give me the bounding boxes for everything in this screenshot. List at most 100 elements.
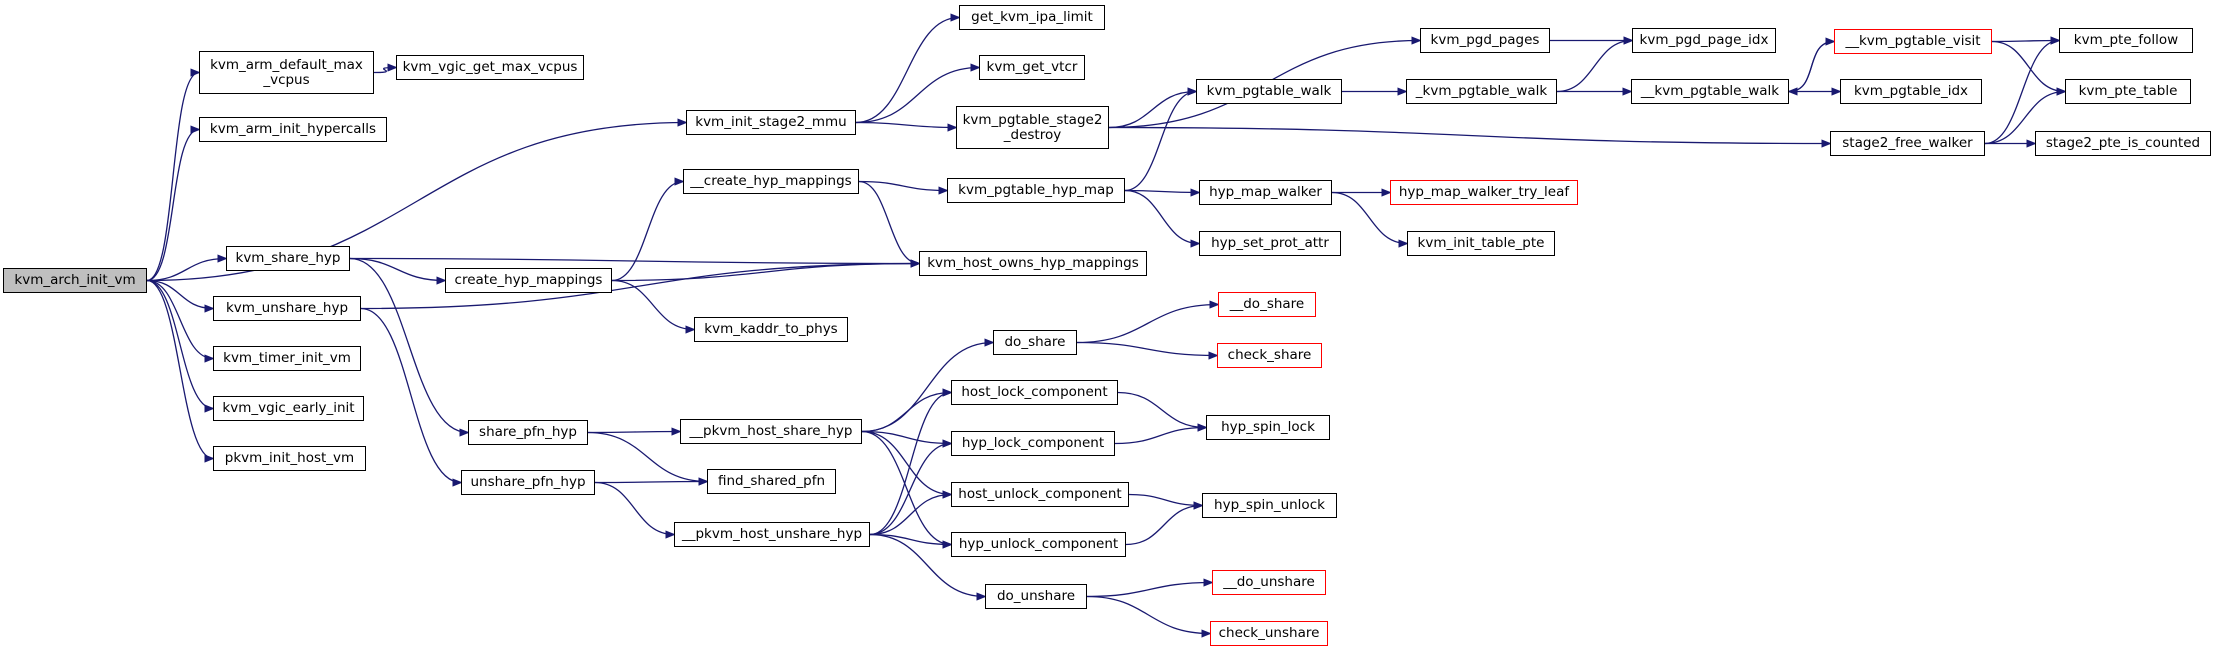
node-double-underscore-do-share[interactable]: __do_share: [1218, 292, 1316, 317]
edge-kvm_arch_init_vm-to-kvm_arm_default_max_vcpus: [146, 73, 199, 282]
edge-kvm_init_stage2_mmu-to-get_kvm_ipa_limit: [855, 18, 959, 124]
node-kvm-pgtable-walk[interactable]: kvm_pgtable_walk: [1196, 79, 1342, 104]
edge-kvm_share_hyp-to-create_hyp_mappings: [349, 257, 445, 281]
edge-_kvm_pgtable_walk-to-kvm_pgd_page_idx: [1556, 41, 1632, 93]
edge-kvm_share_hyp-to-share_pfn_hyp: [349, 257, 468, 433]
node-share-pfn-hyp[interactable]: share_pfn_hyp: [468, 420, 588, 445]
node-kvm-pte-follow[interactable]: kvm_pte_follow: [2059, 28, 2193, 53]
edge-do_share-to-check_share: [1076, 341, 1217, 356]
node-kvm-arm-init-hypercalls[interactable]: kvm_arm_init_hypercalls: [199, 117, 387, 142]
edge-hyp_unlock_component-to-hyp_spin_unlock: [1125, 506, 1202, 546]
node-double-underscore-do-unshare[interactable]: __do_unshare: [1212, 570, 1326, 595]
node-kvm-pgtable-hyp-map[interactable]: kvm_pgtable_hyp_map: [947, 178, 1125, 203]
node-kvm-pgtable-stage2-destroy[interactable]: kvm_pgtable_stage2 _destroy: [956, 106, 1109, 149]
node-host-lock-component[interactable]: host_lock_component: [951, 380, 1118, 405]
edge-create_hyp_mappings-to-kvm_host_owns_hyp_mappings: [611, 264, 919, 282]
node-hyp-unlock-component[interactable]: hyp_unlock_component: [951, 532, 1126, 557]
edge-kvm_pgtable_hyp_map-to-kvm_pgtable_walk: [1124, 92, 1196, 192]
node-kvm-timer-init-vm[interactable]: kvm_timer_init_vm: [213, 346, 361, 371]
edge-create_hyp_mappings-to-__create_hyp_mappings: [611, 182, 683, 282]
edge-stage2_free_walker-to-kvm_pte_follow: [1984, 41, 2059, 145]
edge-kvm_arch_init_vm-to-kvm_arm_init_hypercalls: [146, 130, 199, 282]
edge-__pkvm_host_unshare_hyp-to-host_lock_component: [869, 393, 951, 536]
edge-unshare_pfn_hyp-to-__pkvm_host_unshare_hyp: [594, 481, 674, 535]
node-kvm-arm-default-max-vcpus[interactable]: kvm_arm_default_max _vcpus: [199, 51, 374, 94]
edge-kvm_arch_init_vm-to-kvm_timer_init_vm: [146, 279, 213, 359]
edge-kvm_arch_init_vm-to-kvm_unshare_hyp: [146, 279, 213, 309]
node-get-kvm-ipa-limit[interactable]: get_kvm_ipa_limit: [959, 5, 1105, 30]
node-kvm-kaddr-to-phys[interactable]: kvm_kaddr_to_phys: [694, 317, 848, 342]
edge-__pkvm_host_unshare_hyp-to-hyp_lock_component: [869, 444, 951, 536]
node-kvm-get-vtcr[interactable]: kvm_get_vtcr: [979, 55, 1085, 80]
node-hyp-lock-component[interactable]: hyp_lock_component: [951, 431, 1115, 456]
node-kvm-host-owns-hyp-mappings[interactable]: kvm_host_owns_hyp_mappings: [919, 251, 1147, 276]
edge-kvm_unshare_hyp-to-unshare_pfn_hyp: [360, 307, 461, 483]
edge-kvm_arm_default_max_vcpus-to-kvm_vgic_get_max_vcpus: [373, 68, 396, 74]
node-hyp-map-walker-try-leaf[interactable]: hyp_map_walker_try_leaf: [1390, 180, 1578, 205]
edge-unshare_pfn_hyp-to-find_shared_pfn: [594, 482, 707, 483]
edge-kvm_pgtable_stage2_destroy-to-stage2_free_walker: [1108, 126, 1830, 144]
node-underscore-kvm-pgtable-walk[interactable]: _kvm_pgtable_walk: [1406, 79, 1557, 104]
node-pkvm-init-host-vm[interactable]: pkvm_init_host_vm: [213, 446, 366, 471]
edge-hyp_lock_component-to-hyp_spin_lock: [1114, 428, 1206, 445]
node-host-unlock-component[interactable]: host_unlock_component: [951, 482, 1129, 507]
node-kvm-pgd-pages[interactable]: kvm_pgd_pages: [1420, 28, 1550, 53]
edge-do_share-to-__do_share: [1076, 305, 1218, 344]
node-pkvm-host-unshare-hyp[interactable]: __pkvm_host_unshare_hyp: [674, 522, 870, 547]
edge-kvm_pgtable_hyp_map-to-hyp_set_prot_attr: [1124, 189, 1199, 244]
node-double-underscore-kvm-pgtable-walk[interactable]: __kvm_pgtable_walk: [1631, 79, 1789, 104]
edge-__pkvm_host_share_hyp-to-host_unlock_component: [861, 430, 951, 495]
node-stage2-free-walker[interactable]: stage2_free_walker: [1830, 131, 1985, 156]
edge-create_hyp_mappings-to-kvm_kaddr_to_phys: [611, 279, 694, 330]
node-kvm-init-table-pte[interactable]: kvm_init_table_pte: [1407, 231, 1555, 256]
node-create-hyp-mappings[interactable]: create_hyp_mappings: [445, 268, 612, 293]
edge-__kvm_pgtable_visit-to-__kvm_pgtable_walk: [1789, 40, 1835, 92]
node-kvm-vgic-early-init[interactable]: kvm_vgic_early_init: [213, 396, 364, 421]
node-hyp-set-prot-attr[interactable]: hyp_set_prot_attr: [1199, 231, 1341, 256]
node-unshare-pfn-hyp[interactable]: unshare_pfn_hyp: [461, 470, 595, 495]
node-kvm-pgtable-idx[interactable]: kvm_pgtable_idx: [1840, 79, 1982, 104]
edge-__pkvm_host_share_hyp-to-hyp_lock_component: [861, 430, 951, 444]
edge-do_unshare-to-check_unshare: [1086, 595, 1210, 634]
edge-host_unlock_component-to-hyp_spin_unlock: [1128, 493, 1202, 506]
edge-share_pfn_hyp-to-__pkvm_host_share_hyp: [587, 432, 680, 433]
edge-kvm_init_stage2_mmu-to-kvm_get_vtcr: [855, 68, 979, 124]
edge-__pkvm_host_unshare_hyp-to-do_unshare: [869, 533, 985, 597]
node-find-shared-pfn[interactable]: find_shared_pfn: [707, 469, 836, 494]
node-hyp-spin-lock[interactable]: hyp_spin_lock: [1206, 415, 1330, 440]
edge-host_lock_component-to-hyp_spin_lock: [1117, 391, 1206, 428]
edge-hyp_map_walker-to-kvm_init_table_pte: [1331, 191, 1407, 244]
node-check-unshare[interactable]: check_unshare: [1210, 621, 1328, 646]
edge-kvm_arch_init_vm-to-kvm_init_stage2_mmu: [146, 123, 686, 282]
edge-__pkvm_host_unshare_hyp-to-host_unlock_component: [869, 495, 951, 536]
node-kvm-init-stage2-mmu[interactable]: kvm_init_stage2_mmu: [686, 110, 856, 135]
node-kvm-unshare-hyp[interactable]: kvm_unshare_hyp: [213, 296, 361, 321]
edge-kvm_unshare_hyp-to-kvm_host_owns_hyp_mappings: [360, 264, 919, 310]
edge-__kvm_pgtable_visit-to-kvm_pte_table: [1991, 40, 2065, 92]
edge-kvm_arch_init_vm-to-kvm_vgic_early_init: [146, 279, 213, 409]
node-stage2-pte-is-counted[interactable]: stage2_pte_is_counted: [2035, 131, 2211, 156]
edge-kvm_arch_init_vm-to-pkvm_init_host_vm: [146, 279, 213, 459]
node-double-underscore-create-hyp-mappings[interactable]: __create_hyp_mappings: [683, 169, 859, 194]
edge-kvm_pgtable_hyp_map-to-hyp_map_walker: [1124, 191, 1199, 193]
node-do-unshare[interactable]: do_unshare: [985, 584, 1087, 609]
node-check-share[interactable]: check_share: [1217, 343, 1322, 368]
node-kvm-arch-init-vm: kvm_arch_init_vm: [3, 268, 147, 293]
node-hyp-spin-unlock[interactable]: hyp_spin_unlock: [1202, 493, 1337, 518]
node-kvm-pte-table[interactable]: kvm_pte_table: [2065, 79, 2191, 104]
node-kvm-vgic-get-max-vcpus[interactable]: kvm_vgic_get_max_vcpus: [396, 55, 584, 80]
edge-__create_hyp_mappings-to-kvm_pgtable_hyp_map: [858, 180, 947, 191]
edge-__pkvm_host_share_hyp-to-host_lock_component: [861, 393, 951, 433]
edge-share_pfn_hyp-to-find_shared_pfn: [587, 431, 707, 482]
node-kvm-share-hyp[interactable]: kvm_share_hyp: [226, 246, 350, 271]
edge-__pkvm_host_share_hyp-to-hyp_unlock_component: [861, 430, 951, 545]
edge-kvm_share_hyp-to-kvm_host_owns_hyp_mappings: [349, 257, 919, 264]
node-do-share[interactable]: do_share: [993, 330, 1077, 355]
node-kvm-pgtable-visit[interactable]: __kvm_pgtable_visit: [1834, 29, 1992, 54]
edge-__create_hyp_mappings-to-kvm_host_owns_hyp_mappings: [858, 180, 919, 264]
edge-kvm_arch_init_vm-to-kvm_share_hyp: [146, 259, 226, 282]
node-hyp-map-walker[interactable]: hyp_map_walker: [1199, 180, 1332, 205]
node-pkvm-host-share-hyp[interactable]: __pkvm_host_share_hyp: [680, 419, 862, 444]
node-kvm-pgd-page-idx[interactable]: kvm_pgd_page_idx: [1632, 28, 1776, 53]
